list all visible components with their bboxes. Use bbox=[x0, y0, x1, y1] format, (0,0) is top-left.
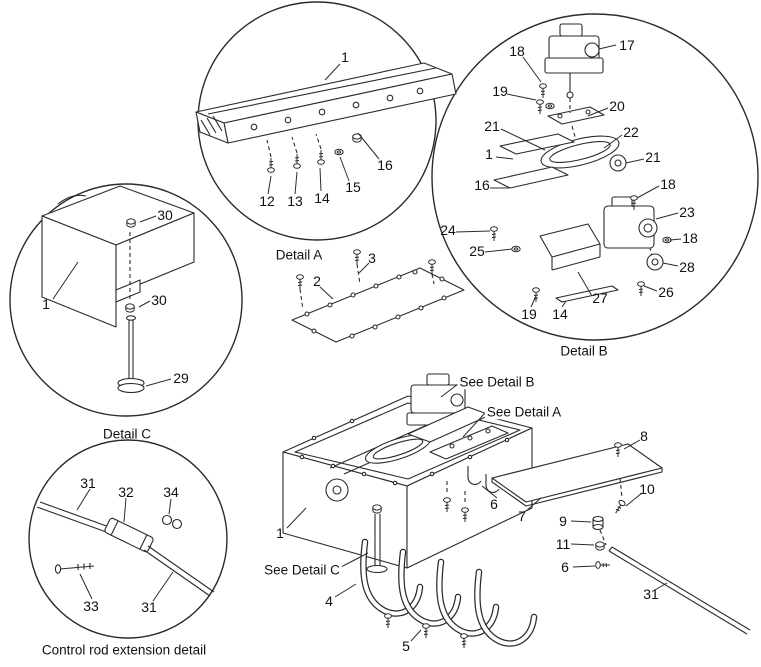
callout-b-27: 27 bbox=[592, 290, 608, 306]
callout-c-30a: 30 bbox=[157, 207, 173, 223]
detail-b-caption: Detail B bbox=[560, 343, 608, 359]
callout-main-31: 31 bbox=[643, 586, 659, 602]
callout-b-16: 16 bbox=[474, 177, 490, 193]
main-leg-drawing bbox=[366, 504, 388, 574]
callout-b-21b: 21 bbox=[645, 149, 661, 165]
callout-b-26: 26 bbox=[658, 284, 674, 300]
bracket-27-drawing bbox=[539, 223, 601, 271]
callout-b-18a: 18 bbox=[509, 43, 525, 59]
callout-main-2: 2 bbox=[313, 273, 321, 289]
see-detail-c-label: See Detail C bbox=[262, 562, 342, 578]
callout-a-12: 12 bbox=[259, 193, 275, 209]
mount-plate-drawing bbox=[547, 106, 605, 125]
callout-b-17: 17 bbox=[619, 37, 635, 53]
callout-b-20: 20 bbox=[609, 98, 625, 114]
engine-drawing bbox=[544, 23, 604, 99]
callout-main-7: 7 bbox=[518, 508, 526, 524]
see-detail-a-label: See Detail A bbox=[484, 404, 564, 420]
callout-main-5: 5 bbox=[402, 638, 410, 654]
callout-a-1: 1 bbox=[341, 49, 349, 65]
detail-a-drawing bbox=[195, 62, 457, 173]
detail-circles bbox=[9, 1, 759, 639]
callout-b-18c: 18 bbox=[682, 230, 698, 246]
leader-lines bbox=[52, 44, 682, 642]
detail-a-caption: Detail A bbox=[275, 247, 323, 263]
callout-main-8: 8 bbox=[640, 428, 648, 444]
callout-c-29: 29 bbox=[173, 370, 189, 386]
panel-7-drawing bbox=[491, 443, 663, 507]
spacer-9-drawing bbox=[592, 515, 604, 531]
tray-holes bbox=[250, 87, 424, 131]
bolt-33-drawing bbox=[54, 563, 95, 574]
callout-main-6b: 6 bbox=[561, 559, 569, 575]
callout-b-19b: 19 bbox=[521, 306, 537, 322]
callout-a-15: 15 bbox=[345, 179, 361, 195]
callout-main-4: 4 bbox=[325, 593, 333, 609]
control-rod-circle bbox=[28, 439, 228, 639]
callout-b-18b: 18 bbox=[660, 176, 676, 192]
callout-main-3: 3 bbox=[368, 250, 376, 266]
detail-c-circle bbox=[9, 183, 243, 417]
main-tray-drawing bbox=[429, 425, 509, 460]
tray-fasteners bbox=[267, 133, 362, 173]
callout-rod-31a: 31 bbox=[80, 475, 96, 491]
callout-b-25: 25 bbox=[469, 243, 485, 259]
callout-b-23: 23 bbox=[679, 204, 695, 220]
callout-a-13: 13 bbox=[287, 193, 303, 209]
callout-b-21a: 21 bbox=[484, 118, 500, 134]
callout-rod-32: 32 bbox=[118, 484, 134, 500]
callout-main-1: 1 bbox=[276, 525, 284, 541]
control-rod-caption: Control rod extension detail bbox=[41, 642, 207, 658]
callout-b-22: 22 bbox=[623, 124, 639, 140]
callout-b-24: 24 bbox=[440, 222, 456, 238]
main-assembly-drawing bbox=[282, 249, 751, 649]
control-rod-drawing bbox=[36, 501, 215, 597]
callout-b-1: 1 bbox=[485, 146, 493, 162]
callout-rod-33: 33 bbox=[83, 598, 99, 614]
callout-main-10: 10 bbox=[639, 481, 655, 497]
plate-16-drawing bbox=[493, 166, 569, 189]
plate-1-drawing bbox=[499, 133, 575, 155]
callout-c-30b: 30 bbox=[151, 292, 167, 308]
callout-main-9: 9 bbox=[559, 513, 567, 529]
cover-plate-drawing bbox=[291, 249, 465, 343]
callout-rod-31b: 31 bbox=[141, 599, 157, 615]
detail-c-caption: Detail C bbox=[102, 426, 152, 442]
callout-c-1: 1 bbox=[42, 296, 50, 312]
foot-rod-drawing bbox=[117, 315, 145, 394]
main-rod-drawing bbox=[608, 546, 751, 635]
main-chain-drawing bbox=[364, 434, 432, 464]
detail-b-drawing bbox=[490, 23, 672, 303]
gearbox-drawing bbox=[603, 196, 658, 249]
callout-b-14: 14 bbox=[552, 306, 568, 322]
callout-a-14: 14 bbox=[314, 190, 330, 206]
detail-c-drawing bbox=[41, 185, 195, 394]
chain-drawing bbox=[540, 135, 620, 169]
callout-main-11: 11 bbox=[555, 536, 571, 552]
callout-rod-34: 34 bbox=[163, 484, 179, 500]
callout-b-19a: 19 bbox=[492, 83, 508, 99]
strip-14-drawing bbox=[555, 285, 619, 303]
callout-main-6a: 6 bbox=[490, 496, 498, 512]
see-detail-b-label: See Detail B bbox=[457, 374, 537, 390]
detail-b-circle bbox=[431, 13, 759, 341]
callout-a-16: 16 bbox=[377, 157, 393, 173]
callout-b-28: 28 bbox=[679, 259, 695, 275]
